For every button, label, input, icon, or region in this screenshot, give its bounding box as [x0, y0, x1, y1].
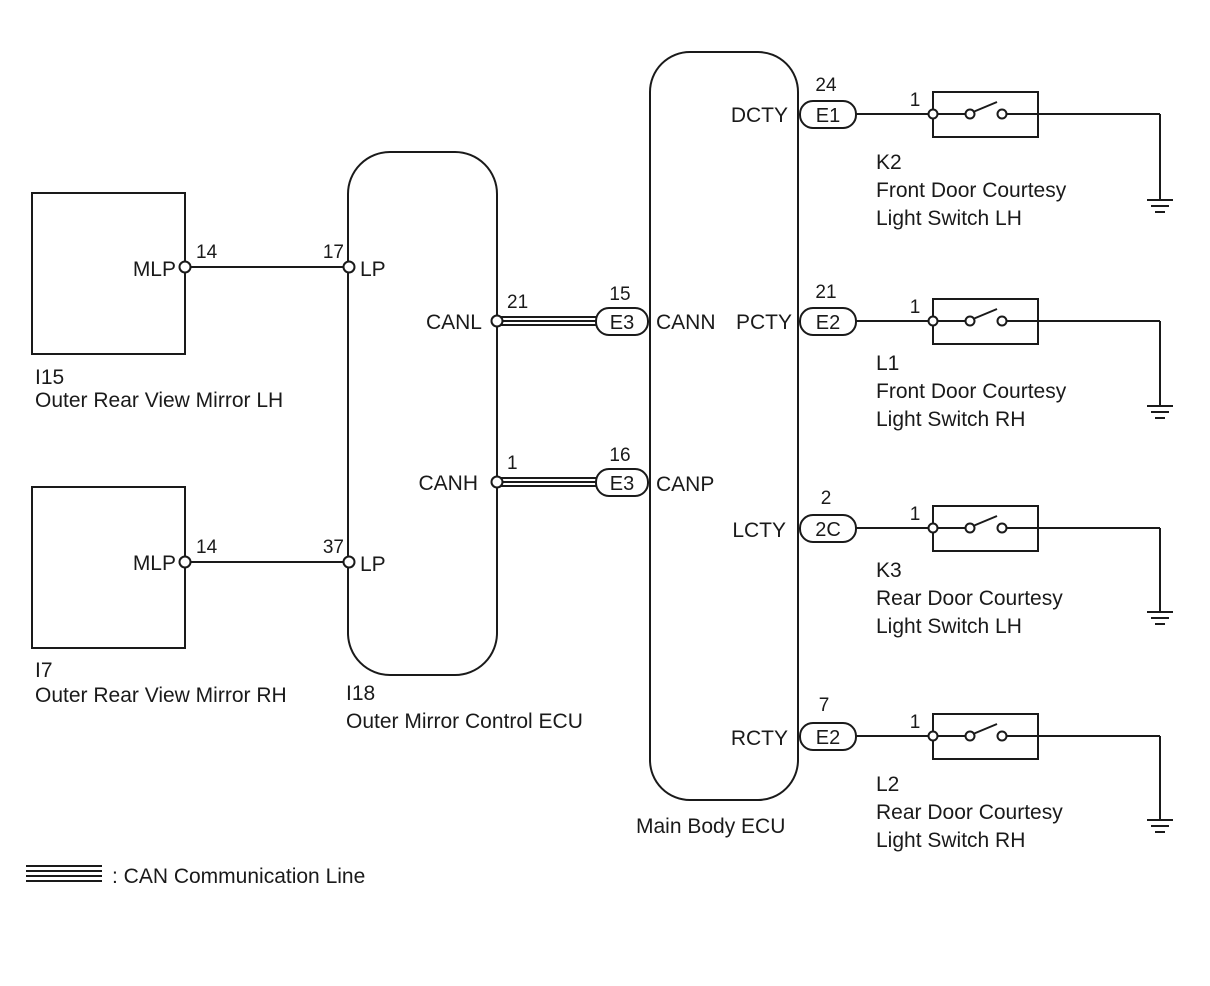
mirror-lh-name: Outer Rear View Mirror LH: [35, 389, 283, 412]
terminal-mirror-lh-mlp: [178, 260, 192, 274]
canp-terminal: CANP: [656, 473, 714, 496]
switch-k3-pin: 1: [910, 504, 921, 525]
mirror-ecu-box: [347, 151, 498, 676]
mirror-rh-id: I7: [35, 659, 53, 682]
can-line-canl: [497, 316, 598, 326]
switch-l2-pin: 1: [910, 712, 921, 733]
switch-l2-line2: Light Switch RH: [876, 829, 1025, 852]
connector-canp-pin: 16: [609, 445, 630, 466]
switch-k3-line1: Rear Door Courtesy: [876, 587, 1063, 610]
mirror-ecu-canl-terminal: CANL: [426, 311, 482, 334]
mirror-lh: MLP 14 I15 Outer Rear View Mirror LH: [31, 192, 283, 412]
switch-k2-line2: Light Switch LH: [876, 207, 1022, 230]
terminal-mirror-rh-mlp: [178, 555, 192, 569]
mirror-rh-pin: 14: [196, 537, 218, 558]
circuit-rcty: E2 7 1 L2 Rear Door Courtesy Light Switc…: [799, 695, 1173, 852]
legend: : CAN Communication Line: [26, 865, 365, 888]
connector-cann-label: E3: [610, 312, 634, 334]
terminal-ecu-canh: [490, 475, 504, 489]
connector-dcty-pin: 24: [815, 75, 837, 96]
terminal-ecu-lp-top: [342, 260, 356, 274]
mirror-ecu-lp-bottom-pin: 37: [323, 537, 344, 558]
mirror-ecu-canh-pin: 1: [507, 453, 518, 474]
connector-pcty-label: E2: [816, 312, 840, 334]
legend-label: : CAN Communication Line: [112, 865, 365, 888]
connector-canp: E3 16: [595, 445, 649, 497]
circuit-dcty: E1 24 1 K2 Front Door Courtesy Light Swi…: [799, 75, 1173, 230]
circuit-lcty: 2C 2 1 K3 Rear Door Courtesy Light Switc…: [799, 488, 1173, 638]
switch-l1-pin: 1: [910, 297, 921, 318]
switch-k2-pin: 1: [910, 90, 921, 111]
main-body-ecu: Main Body ECU CANN CANP DCTY PCTY LCTY R…: [636, 51, 799, 838]
mirror-ecu-lp-top-terminal: LP: [360, 258, 386, 281]
mirror-control-ecu: 17 LP 37 LP CANL 21 CANH 1 I18 Outer Mir…: [323, 151, 583, 733]
mirror-ecu-canh-terminal: CANH: [418, 472, 478, 495]
switch-l2-id: L2: [876, 773, 899, 796]
rcty-terminal: RCTY: [731, 727, 788, 750]
connector-rcty-pin: 7: [819, 695, 830, 716]
switch-l2-line1: Rear Door Courtesy: [876, 801, 1063, 824]
pcty-terminal: PCTY: [736, 311, 792, 334]
mirror-lh-pin: 14: [196, 242, 218, 263]
switch-l1-id: L1: [876, 352, 899, 375]
switch-k3-id: K3: [876, 559, 902, 582]
connector-lcty-label: 2C: [815, 519, 841, 541]
main-body-ecu-box: [649, 51, 799, 801]
connector-dcty-label: E1: [816, 105, 840, 127]
cann-terminal: CANN: [656, 311, 716, 334]
connector-pcty-pin: 21: [815, 282, 836, 303]
switch-k2-line1: Front Door Courtesy: [876, 179, 1067, 202]
mirror-lh-id: I15: [35, 366, 64, 389]
dcty-terminal: DCTY: [731, 104, 788, 127]
connector-cann-pin: 15: [609, 284, 630, 305]
circuit-pcty: E2 21 1 L1 Front Door Courtesy Light Swi…: [799, 282, 1173, 431]
connector-rcty-label: E2: [816, 727, 840, 749]
switch-k2-id: K2: [876, 151, 902, 174]
main-body-ecu-name: Main Body ECU: [636, 815, 785, 838]
switch-k3-line2: Light Switch LH: [876, 615, 1022, 638]
terminal-ecu-lp-bottom: [342, 555, 356, 569]
mirror-ecu-lp-top-pin: 17: [323, 242, 344, 263]
connector-cann: E3 15: [595, 284, 649, 336]
switch-l1-line2: Light Switch RH: [876, 408, 1025, 431]
can-line-canh: [497, 477, 598, 487]
switch-l1-line1: Front Door Courtesy: [876, 380, 1067, 403]
connector-lcty-pin: 2: [821, 488, 832, 509]
mirror-ecu-name: Outer Mirror Control ECU: [346, 710, 583, 733]
mirror-rh-terminal: MLP: [133, 552, 176, 575]
mirror-rh-name: Outer Rear View Mirror RH: [35, 684, 287, 707]
mirror-rh: MLP 14 I7 Outer Rear View Mirror RH: [31, 486, 287, 707]
connector-canp-label: E3: [610, 473, 634, 495]
terminal-ecu-canl: [490, 314, 504, 328]
mirror-ecu-id: I18: [346, 682, 375, 705]
lcty-terminal: LCTY: [732, 519, 786, 542]
mirror-lh-terminal: MLP: [133, 258, 176, 281]
mirror-ecu-lp-bottom-terminal: LP: [360, 553, 386, 576]
mirror-ecu-canl-pin: 21: [507, 292, 528, 313]
